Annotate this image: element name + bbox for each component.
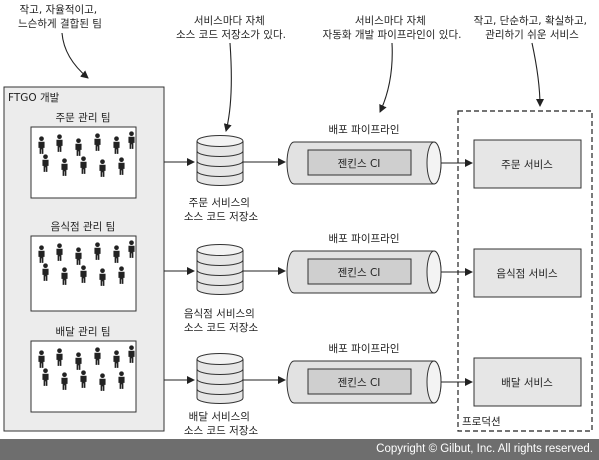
pipeline-cylinder [286, 360, 442, 404]
org-title: FTGO 개발 [8, 92, 60, 104]
microservice-team-diagram: 작고, 자율적이고, 느슨하게 결합된 팀 서비스마다 자체 소스 코드 저장소… [3, 4, 593, 437]
service-label-restaurant: 음식점 서비스 [496, 268, 558, 280]
production-label: 프로덕션 [462, 416, 501, 428]
ci-label-delivery: 젠킨스 CI [338, 377, 381, 389]
pipeline-label-restaurant: 배포 파이프라인 [329, 233, 400, 245]
ci-label-order: 젠킨스 CI [338, 158, 381, 170]
team-label-order: 주문 관리 팀 [56, 112, 111, 124]
ci-label-restaurant: 젠킨스 CI [338, 267, 381, 279]
callout-arrow-repo [223, 42, 232, 132]
repo-label-delivery: 배달 서비스의 소스 코드 저장소 [184, 411, 259, 437]
team-label-delivery: 배달 관리 팀 [56, 326, 111, 338]
annotation-small-team: 작고, 자율적이고, 느슨하게 결합된 팀 [18, 4, 102, 30]
annotation-own-repo: 서비스마다 자체 소스 코드 저장소가 있다. [176, 15, 286, 41]
repo-database-icon [196, 244, 244, 295]
team-label-restaurant: 음식점 관리 팀 [51, 221, 116, 233]
pipeline-label-delivery: 배포 파이프라인 [329, 343, 400, 355]
service-box-restaurant [473, 248, 582, 298]
repo-label-restaurant: 음식점 서비스의 소스 코드 저장소 [184, 308, 259, 334]
production-boundary [457, 110, 593, 432]
annotation-simple-services: 작고, 단순하고, 확실하고, 관리하기 쉬운 서비스 [474, 14, 591, 41]
repo-database-icon [196, 135, 244, 186]
copyright-footer: Copyright © Gilbut, Inc. All rights rese… [0, 439, 599, 460]
repo-label-order: 주문 서비스의 소스 코드 저장소 [184, 197, 259, 223]
annotation-own-pipeline: 서비스마다 자체 자동화 개발 파이프라인이 있다. [323, 15, 462, 41]
pipeline-cylinder [286, 250, 442, 294]
service-box-order [473, 139, 582, 189]
service-box-delivery [473, 357, 582, 407]
pipeline-label-order: 배포 파이프라인 [329, 124, 400, 136]
service-label-delivery: 배달 서비스 [501, 377, 553, 389]
callout-arrow-pipeline [379, 42, 393, 113]
callout-arrow-services [531, 42, 544, 107]
repo-database-icon [196, 353, 244, 404]
service-label-order: 주문 서비스 [501, 159, 553, 171]
pipeline-cylinder [286, 141, 442, 185]
callout-arrow-team [61, 32, 89, 79]
